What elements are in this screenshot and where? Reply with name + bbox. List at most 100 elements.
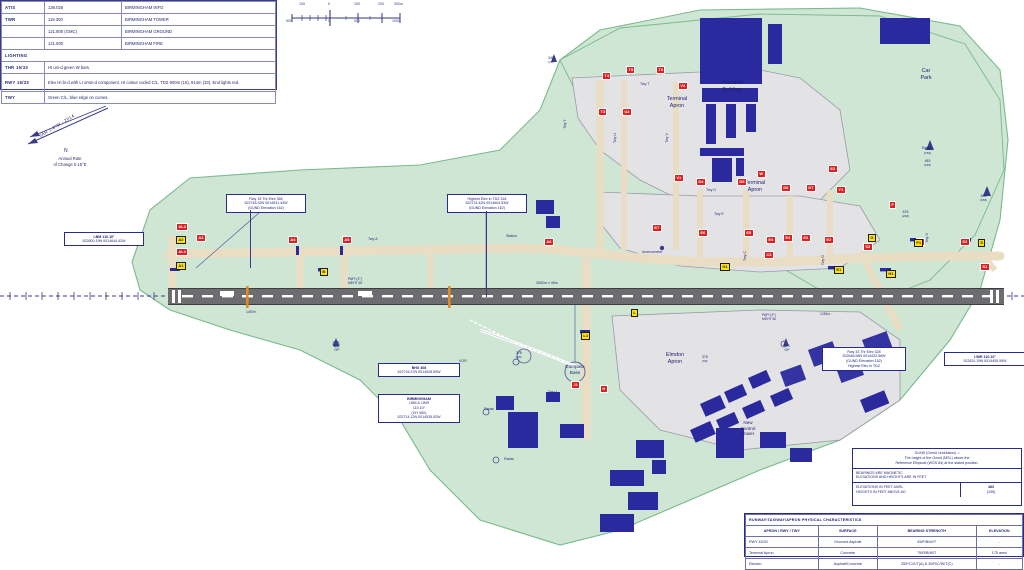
hold-point-h1[interactable]: H1 xyxy=(886,270,896,279)
phys-title: RUNWAY/TAXIWAY/APRON PHYSICAL CHARACTERI… xyxy=(745,514,1023,526)
hold-point-a5[interactable]: A5 xyxy=(342,236,352,245)
hold-point-d6[interactable]: D6 xyxy=(781,184,791,193)
tdz-line3: (GUND Elevation 162) xyxy=(469,205,505,210)
hold-point-w[interactable]: W xyxy=(757,170,766,179)
hold-point-t5[interactable]: T5 xyxy=(626,66,636,75)
phys-strength: 25/F/C/X/T(A) & 30/R/C/W/T(C) xyxy=(876,558,977,570)
navaid-name: BIRMINGHAM xyxy=(407,396,431,401)
hold-point-h[interactable]: H xyxy=(600,385,608,394)
comms-service: TWR xyxy=(1,13,45,26)
rwy33-thr-line3: (GUND Elevation 152) xyxy=(846,358,882,363)
lighting-item: THR 15/33 xyxy=(1,61,45,74)
lighting-header-row: LIGHTING xyxy=(1,49,276,62)
hold-point-al2[interactable]: AL2 xyxy=(176,223,189,232)
comms-frequency: 118.300 xyxy=(44,13,122,26)
elevation-note-row: ELEVATIONS IN FEET AMSL HEIGHTS IN FEET … xyxy=(853,483,1021,497)
scale-tick-top-1: 0 xyxy=(328,2,330,6)
hold-point-t4[interactable]: T4 xyxy=(602,72,612,81)
hold-point-c2[interactable]: C2 xyxy=(764,251,774,260)
hold-point-e4b[interactable]: E4 xyxy=(766,236,776,245)
tdz-line2: 522724.42N 0014604.53W xyxy=(465,201,509,206)
annual-rate: Annual Rate of Change 0.15°E xyxy=(30,156,110,167)
ibir-ident: I-BIR 110.10° xyxy=(974,354,996,359)
ibm-ident: I-BM 110.10° xyxy=(93,234,115,239)
hold-point-t3[interactable]: T3 xyxy=(598,108,608,117)
phys-title-row: RUNWAY/TAXIWAY/APRON PHYSICAL CHARACTERI… xyxy=(745,514,1023,526)
rwy15-thr-line1: Rwy 15 Thr Elev 365 xyxy=(249,196,283,201)
phys-row: Elmdon Asphalt/Concrete 25/F/C/X/T(A) & … xyxy=(745,558,1024,570)
hold-point-e3[interactable]: E3 xyxy=(801,234,811,243)
hold-point-e6[interactable]: E6 xyxy=(698,229,708,238)
hold-point-l[interactable]: L xyxy=(631,309,639,318)
lighting-row: RWY 15/33 Elev HI bi-d with LI omni-d co… xyxy=(1,73,276,92)
hold-point-al1[interactable]: AL1 xyxy=(176,248,189,257)
hold-point-e1[interactable]: E1 xyxy=(834,266,844,275)
hold-point-a1[interactable]: A1 xyxy=(176,262,186,271)
rwy33-thr-line4: Highest Elev in TDZ xyxy=(848,363,880,368)
hold-point-s3[interactable]: S3 xyxy=(863,243,873,252)
navaid-channel: (CH 38X) xyxy=(411,410,427,415)
phys-header-row: APRON / RWY / TWY SURFACE BEARING STRENG… xyxy=(745,525,1024,537)
phys-surface: Asphalt/Concrete xyxy=(817,558,878,570)
taxiway-label-twy-e: Twy E xyxy=(714,212,724,216)
hold-point-e2[interactable]: E2 xyxy=(824,236,834,245)
hold-point-v2[interactable]: V2 xyxy=(678,82,688,91)
hold-point-u2[interactable]: U2 xyxy=(622,108,632,117)
hold-point-a6[interactable]: A6 xyxy=(544,238,554,247)
hold-point-e4[interactable]: E4 xyxy=(783,234,793,243)
hold-point-v1[interactable]: V1 xyxy=(674,174,684,183)
tdz-leader-line xyxy=(486,211,487,297)
comms-row: 121.600 BIRMINGHAM FIRE xyxy=(1,37,276,50)
phys-area: Elmdon xyxy=(745,558,819,570)
scale-tick-top-3: 200 xyxy=(378,2,384,6)
taxiway-label-twy-t: Twy T xyxy=(640,82,650,86)
hold-point-a4[interactable]: A4 xyxy=(288,236,298,245)
hold-point-f[interactable]: F xyxy=(889,201,897,210)
hold-point-t6[interactable]: T6 xyxy=(656,66,666,75)
hold-point-a2[interactable]: A2 xyxy=(176,236,186,245)
tdz-line1: Highest Elev in TDZ 318 xyxy=(467,196,507,201)
hold-point-g1[interactable]: G1 xyxy=(720,263,731,272)
hold-point-e7[interactable]: E7 xyxy=(652,224,662,233)
hold-point-s2[interactable]: S2 xyxy=(960,238,970,247)
annual-rate-line1: Annual Rate xyxy=(58,156,82,161)
phys-elevation: - xyxy=(975,536,1024,548)
hold-point-s1[interactable]: S1 xyxy=(980,263,990,272)
radar-label-3: Radar xyxy=(922,146,932,150)
scale-bar: 500 0 500 1000 100 0 100 200 300m xyxy=(286,2,406,32)
hold-point-s[interactable]: S xyxy=(978,239,986,248)
hold-point-e2-north[interactable]: E2 xyxy=(828,165,838,174)
rwy15-leader-line xyxy=(250,210,251,268)
comms-service: ATIS xyxy=(1,1,45,14)
physical-characteristics-table: RUNWAY/TAXIWAY/APRON PHYSICAL CHARACTERI… xyxy=(744,513,1024,570)
hold-point-d5[interactable]: D5 xyxy=(737,178,747,187)
hold-point-d4[interactable]: D4 xyxy=(696,178,706,187)
hold-point-y1[interactable]: Y1 xyxy=(836,186,846,195)
taxiway-label-twy-j: Twy J xyxy=(548,390,558,394)
hold-point-a3[interactable]: A3 xyxy=(196,234,206,243)
hold-point-b[interactable]: B xyxy=(320,268,328,277)
obstacle-elevation: 576(248) xyxy=(902,210,910,218)
elevation-value: 483 (155) xyxy=(960,483,1021,497)
rwy33-thr-line2: 522646.58N 0014432.56W xyxy=(842,354,886,359)
phys-strength: 65/F/B/W/T xyxy=(876,536,977,548)
comms-callsign: BIRMINGHAM TOWER xyxy=(121,13,276,26)
elev-value-sub: (155) xyxy=(986,489,996,494)
hold-point-e5[interactable]: E5 xyxy=(744,229,754,238)
hold-point-d7[interactable]: D7 xyxy=(806,184,816,193)
taxiway-label-twy-t2: Twy T xyxy=(562,119,567,129)
navaid-idents: I-BM & I-BIR xyxy=(408,401,430,406)
hold-point-g[interactable]: G xyxy=(868,234,876,243)
scale-tick-bottom-0: 500 xyxy=(286,19,292,23)
hold-point-j1[interactable]: J1 xyxy=(571,381,581,390)
communications-table: ATIS 136.025 BIRMINGHAM INFO TWR 118.300… xyxy=(0,0,277,104)
hold-point-f1y[interactable]: F1 xyxy=(914,239,924,248)
hold-point-l1[interactable]: L1 xyxy=(581,332,591,341)
ibm-localiser-box: I-BM 110.10° 522800.19N 0014644.42W xyxy=(64,232,144,247)
